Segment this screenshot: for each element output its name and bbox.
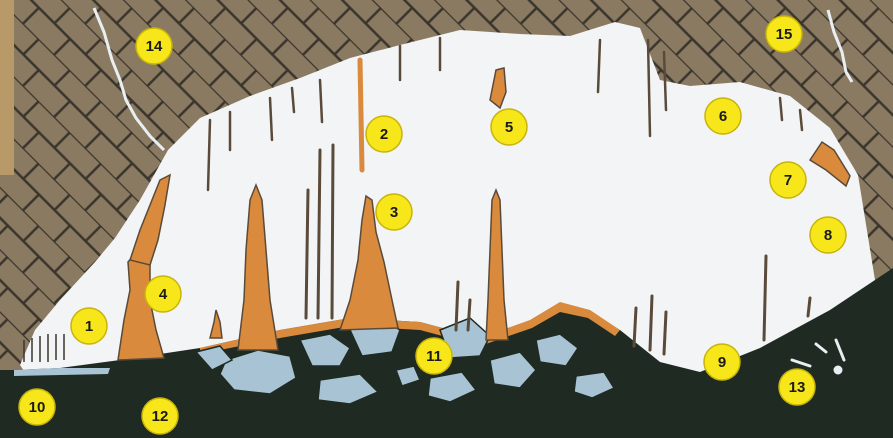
photo-edge <box>0 0 14 175</box>
badge-15: 15 <box>766 16 802 52</box>
badge-5: 5 <box>491 109 527 145</box>
badge-2: 2 <box>366 116 402 152</box>
badge-3: 3 <box>376 194 412 230</box>
badge-2-text: 2 <box>380 126 388 143</box>
badge-12: 12 <box>142 398 178 434</box>
badge-9: 9 <box>704 344 740 380</box>
badge-4: 4 <box>145 276 181 312</box>
badge-10: 10 <box>19 389 55 425</box>
badge-4-text: 4 <box>159 286 168 303</box>
badge-6: 6 <box>705 98 741 134</box>
badge-3-text: 3 <box>390 204 398 221</box>
badge-12-text: 12 <box>152 408 169 425</box>
badge-6-text: 6 <box>719 108 727 125</box>
badge-10-text: 10 <box>29 399 46 416</box>
badge-14: 14 <box>136 28 172 64</box>
badge-11-text: 11 <box>426 348 442 365</box>
badge-5-text: 5 <box>505 119 513 136</box>
badge-8: 8 <box>810 217 846 253</box>
badge-9-text: 9 <box>718 354 726 371</box>
badge-7: 7 <box>770 162 806 198</box>
badge-7-text: 7 <box>784 172 792 189</box>
badge-13-text: 13 <box>789 379 806 396</box>
badge-1-text: 1 <box>85 318 93 335</box>
badge-15-text: 15 <box>776 26 793 43</box>
badge-11: 11 <box>416 338 452 374</box>
badge-8-text: 8 <box>824 227 832 244</box>
badge-1: 1 <box>71 308 107 344</box>
badge-14-text: 14 <box>146 38 163 55</box>
badge-13: 13 <box>779 369 815 405</box>
